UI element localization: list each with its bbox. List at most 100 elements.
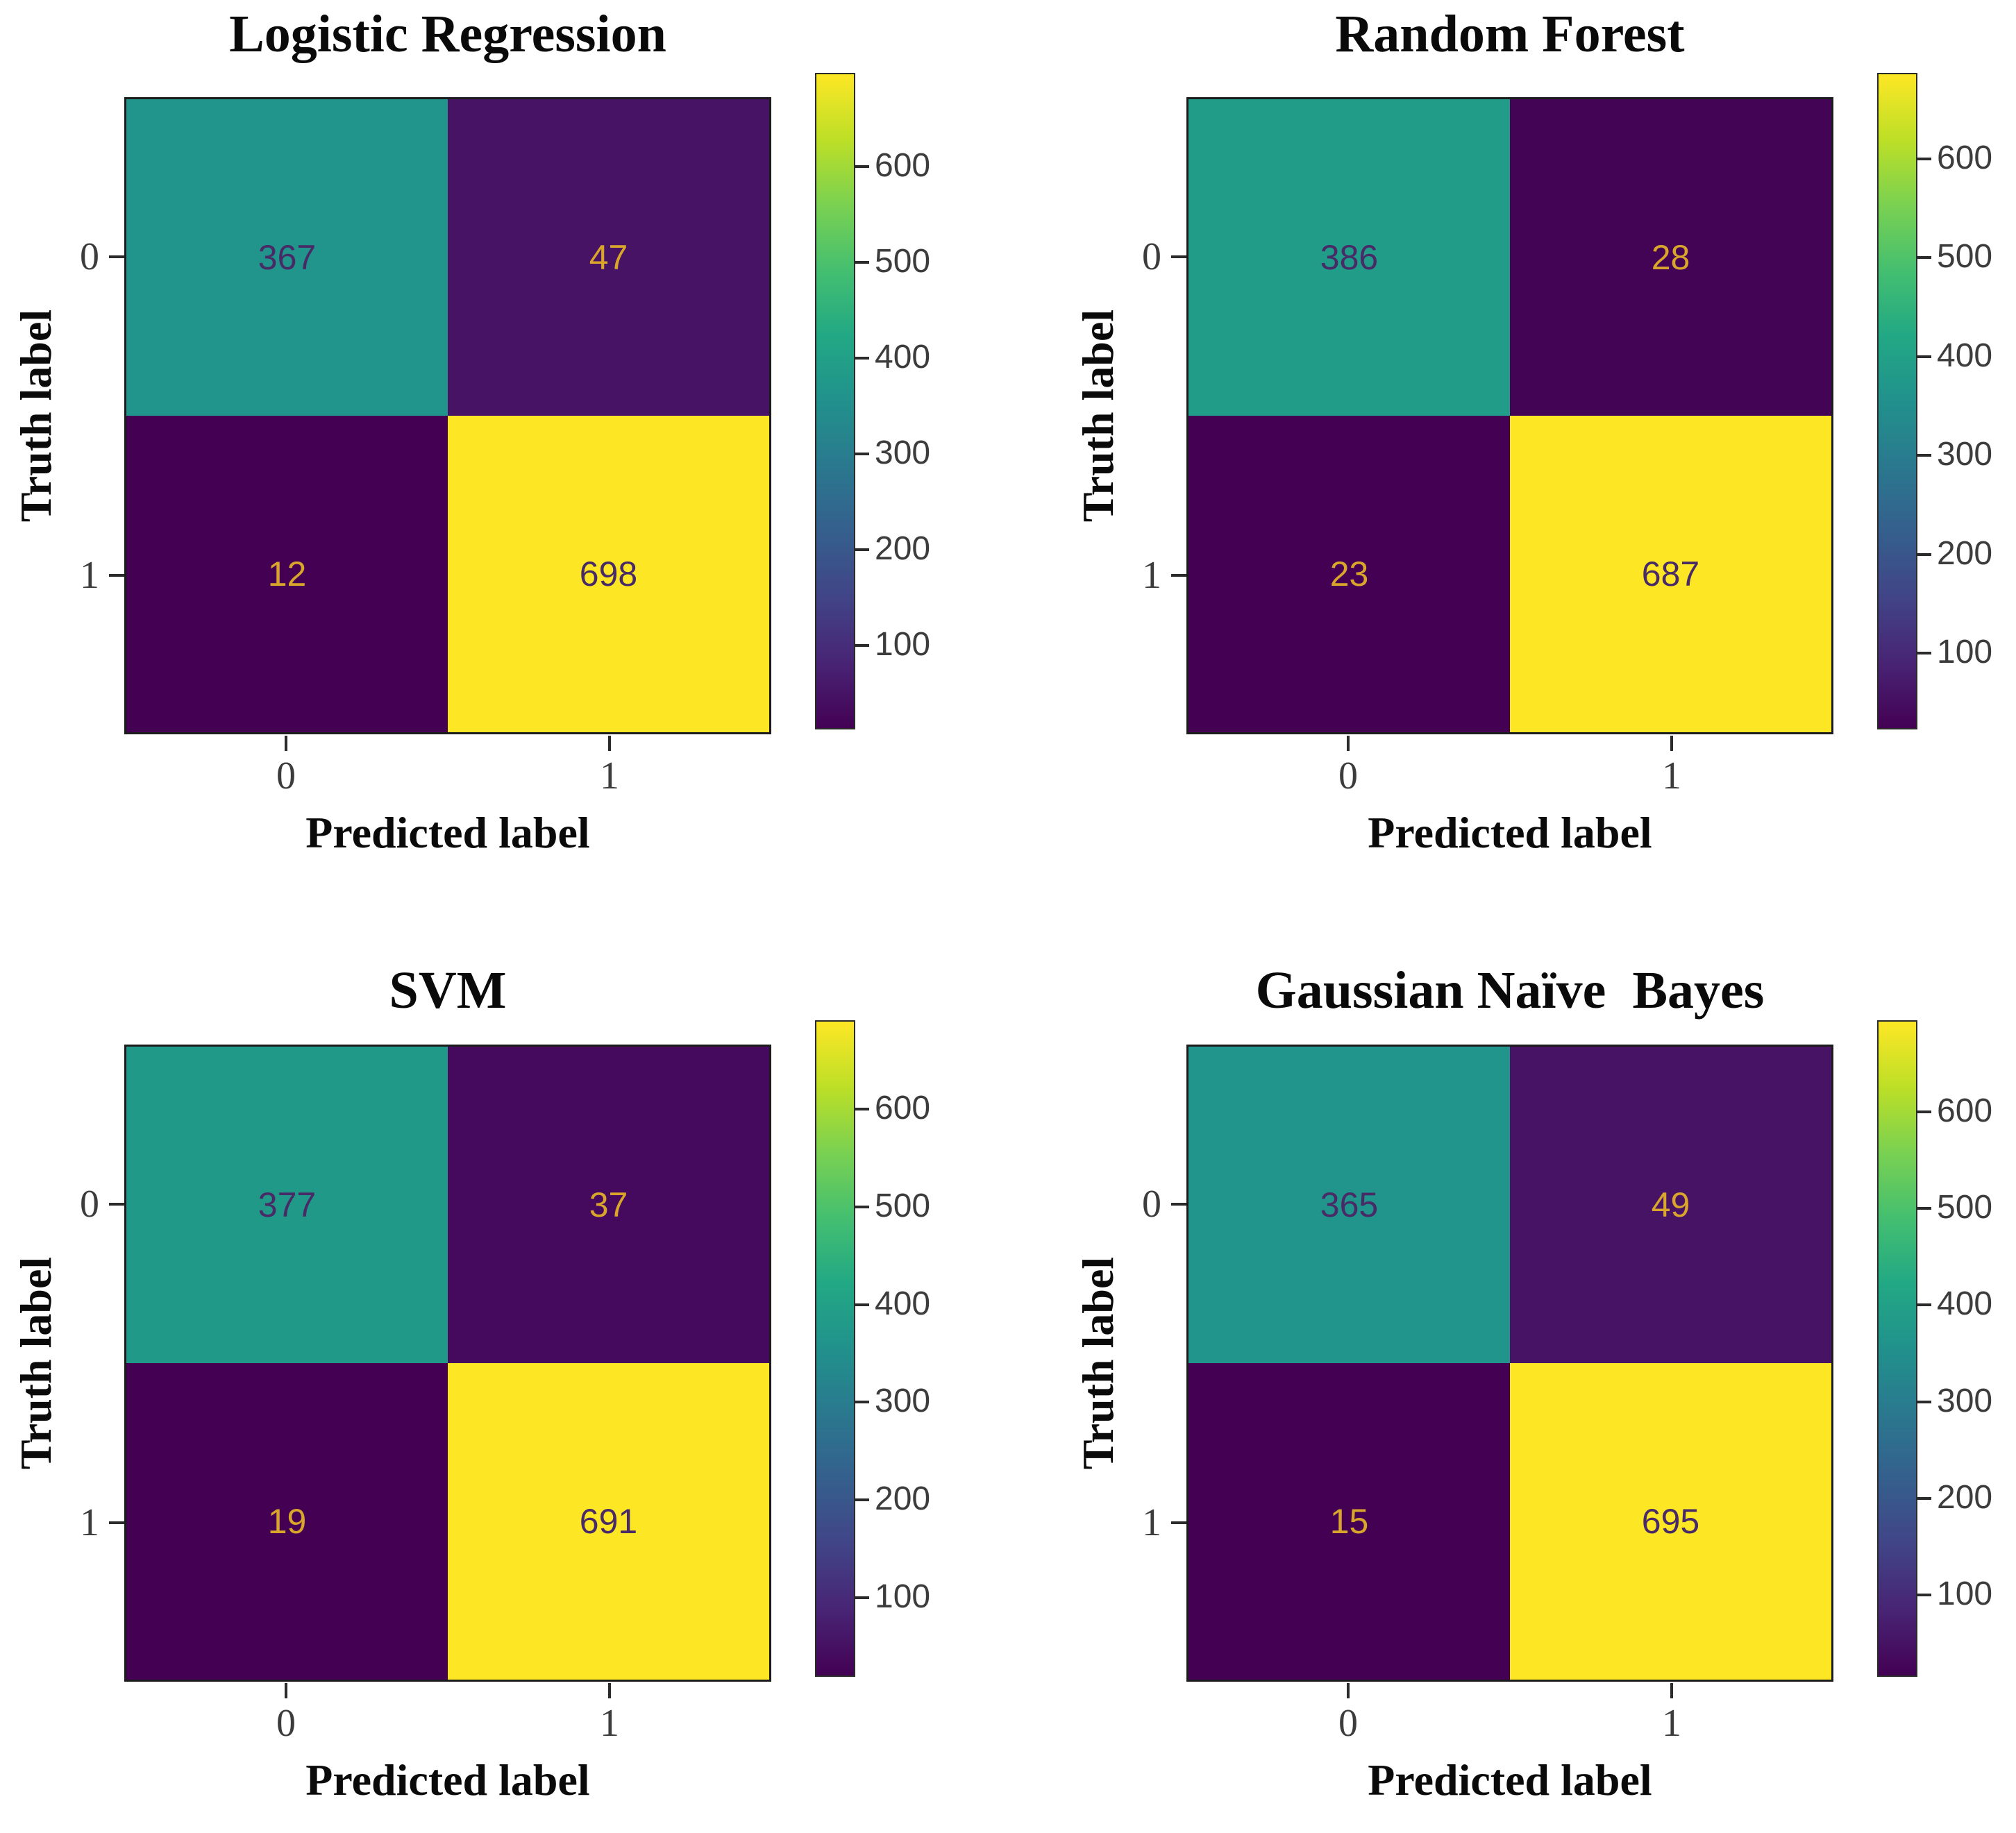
colorbar-tick-label: 200 [875, 530, 931, 567]
cell-value: 47 [589, 238, 628, 277]
y-axis-label: Truth label [11, 309, 60, 523]
heatmap-cell-1-0: 12 [126, 416, 448, 732]
colorbar-tick-mark [1917, 1110, 1931, 1114]
panel-title: Gaussian Naïve Bayes [1255, 961, 1765, 1020]
y-tick-label: 0 [80, 235, 99, 278]
colorbar-tick-label: 400 [1937, 337, 1993, 374]
heatmap-cell-1-1: 695 [1510, 1363, 1831, 1680]
heatmap-cell-0-0: 367 [126, 99, 448, 416]
x-tick-mark [1347, 1683, 1350, 1698]
heatmap-cell-1-1: 687 [1510, 416, 1831, 732]
x-tick-mark [608, 736, 611, 751]
colorbar-tick-mark [1917, 1593, 1931, 1596]
y-tick-mark [109, 1521, 124, 1524]
colorbar-tick-mark [855, 1303, 869, 1306]
colorbar-tick-mark [855, 643, 869, 647]
x-tick-mark [1347, 736, 1350, 751]
confusion-matrix-panel: SVM Truth label 377 37 19 691 0 1 0 1 Pr… [0, 916, 1008, 1832]
colorbar-tick-mark [855, 1498, 869, 1502]
cell-value: 695 [1641, 1502, 1700, 1541]
x-tick-mark [1670, 736, 1673, 751]
panel-title: Logistic Regression [229, 5, 666, 63]
y-tick-label: 1 [80, 1501, 99, 1544]
x-tick-label: 1 [1662, 1702, 1681, 1745]
heatmap-cell-0-1: 49 [1510, 1047, 1831, 1363]
colorbar-tick-label: 300 [875, 1383, 931, 1420]
cell-value: 691 [579, 1502, 638, 1541]
colorbar-tick-mark [1917, 256, 1931, 260]
x-tick-label: 1 [600, 1702, 619, 1745]
colorbar-tick-mark [1917, 1400, 1931, 1403]
x-tick-mark [285, 1683, 287, 1698]
x-tick-label: 0 [1338, 1702, 1358, 1745]
x-tick-label: 0 [1338, 754, 1358, 797]
y-tick-mark [109, 255, 124, 258]
colorbar-gradient [1879, 1022, 1916, 1675]
heatmap-cell-1-1: 698 [448, 416, 769, 732]
y-tick-label: 0 [1142, 235, 1161, 278]
cell-value: 28 [1651, 238, 1690, 277]
x-tick-label: 0 [276, 1702, 296, 1745]
colorbar-tick-label: 400 [1937, 1285, 1993, 1323]
cell-value: 12 [267, 555, 307, 593]
colorbar [1877, 73, 1917, 729]
colorbar-tick-mark [855, 548, 869, 551]
y-tick-mark [1171, 1202, 1186, 1206]
colorbar-tick-mark [855, 165, 869, 169]
colorbar-tick-mark [855, 356, 869, 360]
y-axis-label: Truth label [1073, 309, 1123, 523]
cell-value: 377 [258, 1185, 317, 1224]
x-tick-label: 1 [1662, 754, 1681, 797]
cell-value: 15 [1329, 1502, 1369, 1541]
colorbar-tick-mark [1917, 454, 1931, 457]
colorbar [815, 1020, 855, 1677]
heatmap-cell-0-1: 37 [448, 1047, 769, 1363]
colorbar-tick-mark [1917, 1207, 1931, 1210]
x-tick-mark [1670, 1683, 1673, 1698]
heatmap-cell-1-0: 23 [1188, 416, 1510, 732]
confusion-matrix-panel: Logistic Regression Truth label 367 47 1… [0, 0, 1008, 916]
confusion-matrix-panel: Random Forest Truth label 386 28 23 687 … [1008, 0, 2016, 916]
y-tick-mark [1171, 255, 1186, 258]
colorbar-tick-label: 300 [875, 434, 931, 471]
colorbar-tick-mark [1917, 355, 1931, 358]
colorbar-tick-label: 400 [875, 338, 931, 375]
colorbar-tick-mark [855, 1596, 869, 1599]
x-tick-mark [285, 736, 287, 751]
colorbar-tick-mark [1917, 552, 1931, 556]
colorbar-tick-mark [1917, 1303, 1931, 1307]
colorbar-tick-label: 100 [875, 625, 931, 663]
colorbar-tick-mark [855, 1401, 869, 1404]
colorbar-tick-label: 300 [1937, 1382, 1993, 1419]
colorbar-tick-label: 600 [1937, 1092, 1993, 1130]
heatmap: 367 47 12 698 [124, 97, 771, 734]
colorbar-tick-mark [855, 1205, 869, 1208]
y-tick-label: 1 [1142, 553, 1161, 597]
colorbar-tick-mark [1917, 652, 1931, 655]
x-axis-label: Predicted label [305, 1755, 590, 1805]
colorbar-tick-mark [855, 1108, 869, 1111]
y-tick-label: 0 [1142, 1182, 1161, 1226]
colorbar-tick-label: 500 [1937, 1189, 1993, 1226]
confusion-matrix-panel: Gaussian Naïve Bayes Truth label 365 49 … [1008, 916, 2016, 1832]
heatmap-cell-0-0: 377 [126, 1047, 448, 1363]
colorbar-gradient [816, 74, 854, 728]
colorbar-tick-mark [1917, 157, 1931, 160]
colorbar-tick-label: 100 [1937, 1575, 1993, 1612]
colorbar-gradient [816, 1022, 854, 1675]
heatmap-cell-1-0: 15 [1188, 1363, 1510, 1680]
x-tick-mark [608, 1683, 611, 1698]
heatmap-cell-1-0: 19 [126, 1363, 448, 1680]
x-tick-label: 0 [276, 754, 296, 797]
y-tick-label: 0 [80, 1182, 99, 1226]
colorbar-tick-label: 600 [875, 1090, 931, 1127]
heatmap: 386 28 23 687 [1186, 97, 1833, 734]
colorbar-tick-mark [1917, 1496, 1931, 1500]
heatmap: 377 37 19 691 [124, 1045, 771, 1682]
colorbar-tick-mark [855, 452, 869, 455]
y-tick-mark [1171, 573, 1186, 577]
heatmap: 365 49 15 695 [1186, 1045, 1833, 1682]
colorbar-gradient [1879, 74, 1916, 728]
colorbar-tick-label: 500 [875, 243, 931, 280]
